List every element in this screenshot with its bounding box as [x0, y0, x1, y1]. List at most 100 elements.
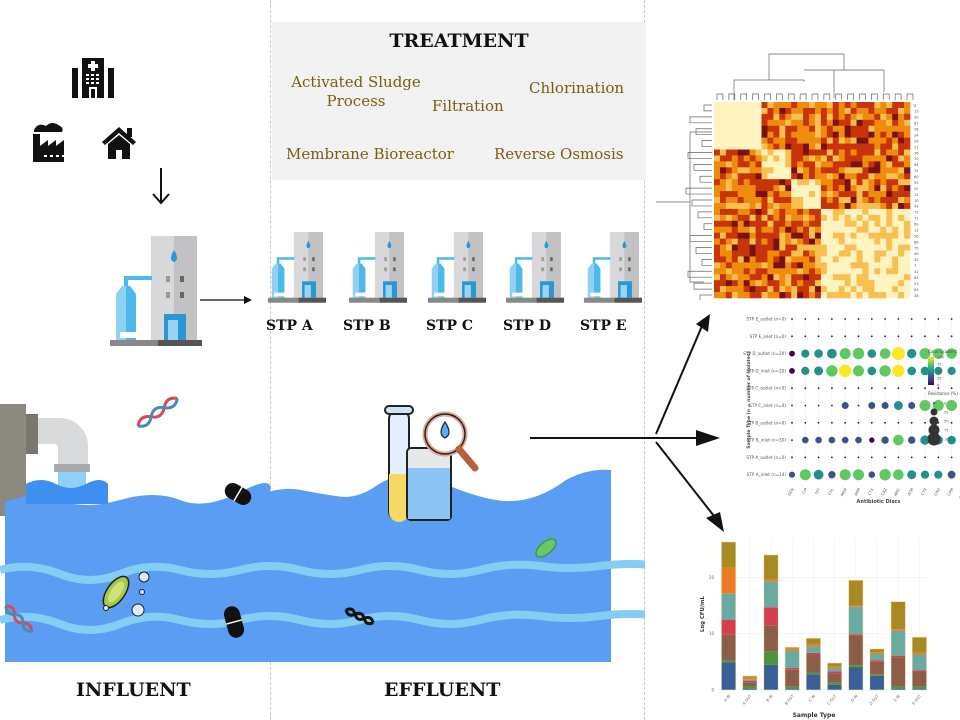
heatmap-cell: [826, 232, 834, 239]
heatmap-cell: [898, 256, 905, 263]
heatmap-cell: [785, 113, 792, 121]
heatmap-cell: [743, 202, 750, 210]
dot-plot-point: [910, 421, 913, 424]
heatmap-cell: [886, 244, 893, 251]
heatmap-cell: [761, 125, 768, 132]
heatmap-cell: [904, 143, 911, 150]
heatmap-cell: [809, 167, 816, 174]
heatmap-cell: [874, 286, 881, 293]
bar-segment: [721, 593, 736, 620]
dot-plot-point: [831, 335, 833, 338]
bar-segment: [763, 625, 779, 652]
heatmap-cell: [832, 173, 840, 180]
heatmap-row-label: 31: [914, 270, 919, 274]
dot-plot-point: [892, 364, 905, 377]
legend-size-tick: 0: [944, 402, 947, 406]
heatmap-cell: [832, 256, 840, 263]
heatmap-cell: [820, 214, 828, 222]
heatmap-cell: [803, 179, 810, 186]
heatmap-cell: [826, 226, 834, 233]
heatmap-cell: [820, 155, 828, 162]
heatmap-cell: [856, 179, 863, 186]
bar-segment: [869, 675, 885, 690]
heatmap-cell: [773, 262, 780, 269]
stp-label-a: STP A: [266, 318, 313, 334]
dot-plot-point: [950, 387, 953, 390]
heatmap-cell: [809, 256, 816, 263]
heatmap-cell: [731, 191, 739, 198]
correlation-heatmap: 8815153030676728282424262627277676707064…: [656, 53, 919, 300]
heatmap-cell: [826, 107, 834, 115]
heatmap-cell: [898, 179, 905, 186]
heatmap-cell: [809, 268, 816, 275]
heatmap-cell: [820, 161, 828, 168]
dot-plot-y-label: STP D_inlet (n=20): [746, 368, 786, 373]
heatmap-cell: [850, 125, 857, 132]
heatmap-cell: [862, 197, 869, 204]
dot-plot-point: [814, 366, 824, 376]
heatmap-cell: [898, 286, 905, 293]
heatmap-cell: [814, 197, 822, 204]
heatmap-cell: [820, 238, 828, 245]
heatmap-cell: [904, 226, 911, 233]
heatmap-cell: [797, 102, 804, 109]
heatmap-cell: [904, 286, 911, 293]
heatmap-cell: [814, 244, 822, 251]
bar-stack: [742, 675, 758, 691]
dot-plot-point: [897, 318, 900, 320]
heatmap-cell: [749, 143, 756, 150]
dot-plot-point: [813, 469, 824, 480]
heatmap-cell: [755, 137, 762, 144]
heatmap-cell: [868, 191, 875, 198]
heatmap-cell: [844, 208, 851, 216]
heatmap-cell: [838, 214, 845, 222]
dot-plot-point: [831, 318, 833, 320]
heatmap-cell: [725, 262, 733, 269]
heatmap-cell: [791, 292, 798, 299]
heatmap-cell: [892, 280, 899, 287]
heatmap-cell: [880, 238, 887, 245]
dot-plot-y-label: STP E_inlet (n=0): [750, 334, 787, 339]
dot-plot-point: [857, 404, 860, 407]
heatmap-cell: [809, 102, 816, 109]
heatmap-cell: [731, 149, 739, 156]
legend-size-dot: [927, 432, 941, 446]
heatmap-cell: [767, 208, 774, 216]
heatmap-cell: [755, 102, 762, 109]
heatmap-cell: [797, 167, 804, 174]
dot-plot-point: [910, 318, 913, 320]
heatmap-cell: [886, 262, 893, 269]
heatmap-cell: [892, 232, 899, 239]
heatmap-cell: [737, 226, 744, 233]
heatmap-cell: [820, 274, 828, 281]
heatmap-cell: [898, 197, 905, 204]
heatmap-cell: [803, 125, 810, 132]
bar-outline: [784, 646, 800, 691]
heatmap-row-label: 30: [914, 116, 919, 120]
heatmap-cell: [719, 137, 727, 144]
heatmap-cell: [832, 232, 840, 239]
heatmap-cell: [850, 155, 857, 162]
heatmap-cell: [850, 197, 857, 204]
heatmap-cell: [862, 167, 869, 174]
heatmap-cell: [832, 286, 840, 293]
heatmap-cell: [856, 131, 863, 138]
heatmap-cell: [749, 238, 756, 245]
heatmap-cell: [779, 185, 786, 192]
heatmap-cell: [832, 280, 840, 287]
heatmap-cell: [755, 155, 762, 162]
bar-segment: [912, 671, 927, 687]
heatmap-cell: [809, 286, 816, 293]
heatmap-cell: [737, 286, 744, 293]
heatmap-row-label: 60: [914, 175, 919, 179]
heatmap-cell: [832, 292, 840, 299]
heatmap-cell: [844, 125, 851, 132]
bar-segment: [763, 554, 779, 580]
heatmap-cell: [844, 268, 851, 275]
heatmap-cell: [749, 197, 756, 204]
resistance-dot-plot: STP E_outlet (n=0)STP E_inlet (n=0)STP D…: [743, 311, 960, 505]
heatmap-cell: [779, 250, 786, 257]
dot-plot-point: [924, 387, 926, 390]
heatmap-cell: [785, 220, 792, 228]
heatmap-cell: [886, 286, 893, 293]
